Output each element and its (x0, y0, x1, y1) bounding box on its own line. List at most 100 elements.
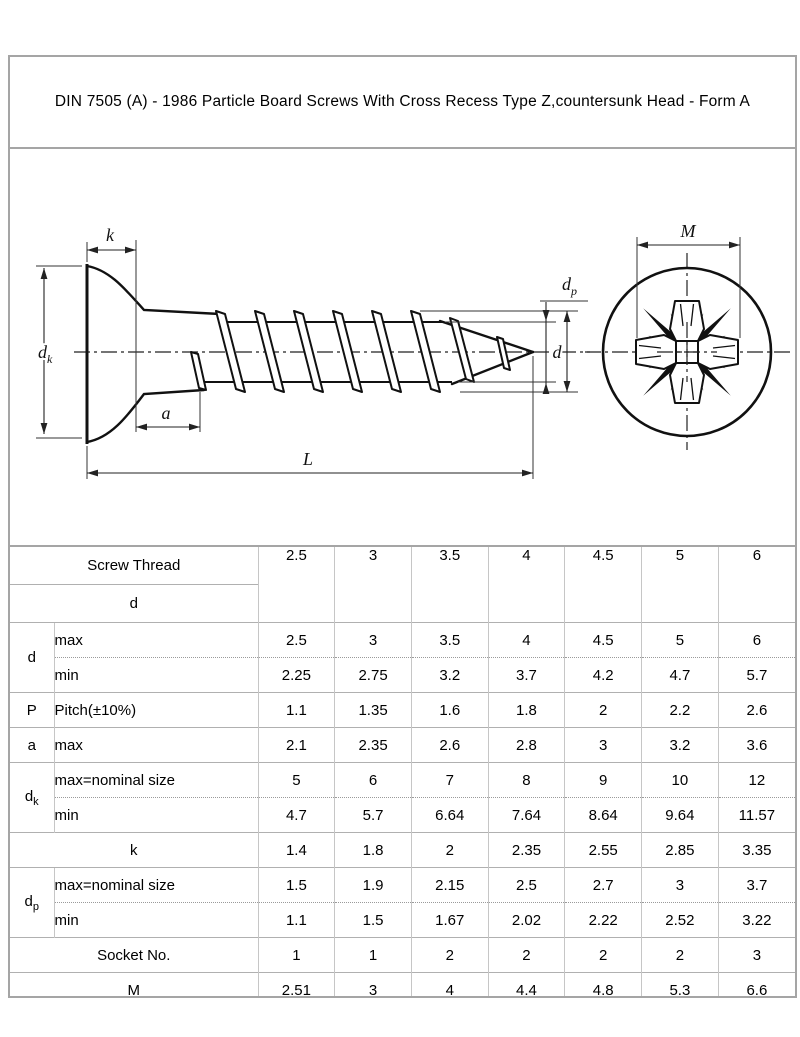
value-cell: 1 (334, 937, 412, 973)
value-cell: 7.64 (487, 797, 565, 833)
label-L: L (302, 449, 313, 469)
value-cell: 2.52 (641, 902, 719, 938)
sub-label: max (53, 622, 259, 658)
value-cell: 9 (564, 762, 642, 798)
full-row-label: Socket No. (10, 937, 259, 973)
value-cell: 2.75 (334, 657, 412, 693)
value-cell: 6 (717, 622, 795, 658)
value-cell: 1.6 (410, 692, 489, 728)
value-cell: 2.5 (487, 867, 565, 903)
header-d: d (10, 584, 259, 623)
value-cell: 1.67 (410, 902, 489, 938)
value-cell: 8 (487, 762, 565, 798)
value-cell: 2.55 (564, 832, 642, 868)
value-cell: 2 (487, 937, 565, 973)
value-cell: 3.35 (717, 832, 795, 868)
dimension-a: a (136, 392, 201, 432)
label-d: d (553, 342, 563, 362)
value-cell: 3.2 (641, 727, 719, 763)
value-cell: 1.4 (257, 832, 335, 868)
value-cell: 2.6 (410, 727, 489, 763)
sub-label: max (53, 727, 259, 763)
value-cell: 4.2 (564, 657, 642, 693)
value-cell: 1.5 (257, 867, 335, 903)
sub-label: max=nominal size (53, 867, 259, 903)
label-dk: dk (38, 342, 53, 366)
technical-drawing-section: k dk a (10, 149, 795, 547)
header-size-cell: 6 (717, 547, 795, 623)
label-dp: dp (562, 274, 577, 298)
value-cell: 2.6 (717, 692, 795, 728)
group-label: P (10, 692, 54, 728)
value-cell: 3.7 (717, 867, 795, 903)
value-cell: 2 (564, 937, 642, 973)
value-cell: 3.2 (410, 657, 489, 693)
value-cell: 2.22 (564, 902, 642, 938)
value-cell: 8.64 (564, 797, 642, 833)
value-cell: 1.5 (334, 902, 412, 938)
value-cell: 2.35 (334, 727, 412, 763)
header-screw-thread: Screw Thread (87, 557, 181, 574)
value-cell: 1.35 (334, 692, 412, 728)
value-cell: 3 (564, 727, 642, 763)
value-cell: 4.8 (564, 972, 642, 996)
value-cell: 12 (717, 762, 795, 798)
value-cell: 2.51 (257, 972, 335, 996)
value-cell: 1 (257, 937, 335, 973)
header-size-cell: 3.5 (410, 547, 489, 623)
value-cell: 2.1 (257, 727, 335, 763)
value-cell: 6.64 (410, 797, 489, 833)
dimension-dk: dk (36, 265, 82, 439)
value-cell: 2.25 (257, 657, 335, 693)
value-cell: 3.7 (487, 657, 565, 693)
value-cell: 3 (717, 937, 795, 973)
full-row-label: M (10, 972, 259, 996)
header-size-cell: 4.5 (564, 547, 642, 623)
value-cell: 5 (641, 622, 719, 658)
value-cell: 5.3 (641, 972, 719, 996)
document-box: DIN 7505 (A) - 1986 Particle Board Screw… (8, 55, 797, 998)
value-cell: 4.5 (564, 622, 642, 658)
dimension-d: d (551, 311, 571, 392)
value-cell: 6.6 (717, 972, 795, 996)
screw-head-front-view: M (585, 219, 792, 450)
value-cell: 7 (410, 762, 489, 798)
value-cell: 3.22 (717, 902, 795, 938)
thread-crests (215, 310, 441, 393)
value-cell: 1.8 (334, 832, 412, 868)
sub-label: max=nominal size (53, 762, 259, 798)
value-cell: 2.02 (487, 902, 565, 938)
dimension-dp: dp (540, 272, 588, 394)
header-size-cell: 2.5 (257, 547, 335, 623)
value-cell: 11.57 (717, 797, 795, 833)
value-cell: 3 (334, 622, 412, 658)
group-label: dp (10, 867, 54, 938)
label-M: M (680, 221, 697, 241)
value-cell: 4.4 (487, 972, 565, 996)
value-cell: 5.7 (334, 797, 412, 833)
recess-arms (635, 300, 739, 404)
value-cell: 1.1 (257, 902, 335, 938)
title-bar: DIN 7505 (A) - 1986 Particle Board Screw… (10, 57, 795, 149)
value-cell: 2.15 (410, 867, 489, 903)
value-cell: 4 (487, 622, 565, 658)
value-cell: 5.7 (717, 657, 795, 693)
sub-label: min (53, 657, 259, 693)
sub-label: min (53, 902, 259, 938)
value-cell: 3.6 (717, 727, 795, 763)
value-cell: 1.8 (487, 692, 565, 728)
value-cell: 2 (564, 692, 642, 728)
header-size-cell: 4 (487, 547, 565, 623)
value-cell: 4.7 (257, 797, 335, 833)
